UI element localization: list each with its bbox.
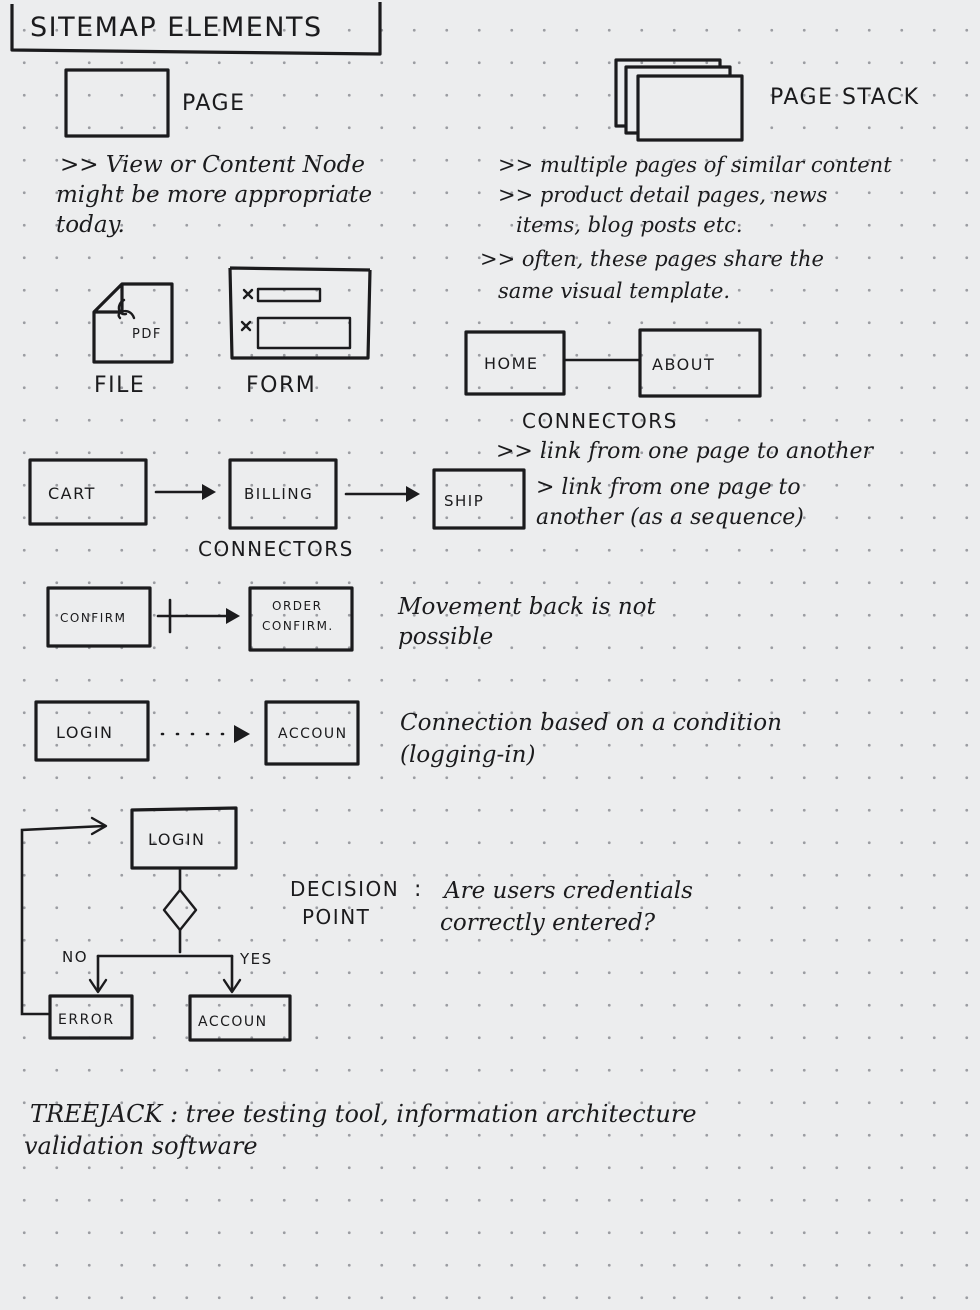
decision-account-label: ACCOUN bbox=[198, 1014, 268, 1030]
sequence-connector-example: CART BILLING SHIP CONNECTORS > link from… bbox=[28, 458, 804, 561]
login-box bbox=[34, 700, 150, 762]
cart-label: CART bbox=[48, 484, 96, 503]
decision-login-box bbox=[130, 806, 238, 870]
form-checkbox-mark-2 bbox=[240, 320, 252, 332]
login-label: LOGIN bbox=[56, 723, 114, 742]
ship-label: SHIP bbox=[444, 492, 484, 510]
sequence-note-line-2: another (as a sequence) bbox=[536, 505, 804, 530]
form-field-1 bbox=[256, 287, 322, 303]
page-note-line-2: might be more appropriate bbox=[56, 182, 372, 208]
decision-diamond bbox=[162, 888, 198, 932]
no-back-note-line-1: Movement back is not bbox=[397, 594, 656, 620]
decision-account-box bbox=[188, 994, 292, 1042]
cart-box bbox=[28, 458, 148, 526]
home-label: HOME bbox=[484, 354, 539, 373]
cart-billing-arrowhead bbox=[202, 484, 216, 500]
file-badge: PDF bbox=[132, 327, 162, 342]
decision-yes-label: YES bbox=[239, 950, 273, 968]
link-connector-example: HOME ABOUT CONNECTORS >> link from one p… bbox=[464, 328, 875, 464]
account-label: ACCOUN bbox=[278, 726, 348, 742]
link-connectors-caption: CONNECTORS bbox=[522, 409, 678, 433]
page-label: PAGE bbox=[182, 91, 245, 116]
form-symbol bbox=[228, 266, 372, 360]
page-title: SITEMAP ELEMENTS bbox=[30, 12, 323, 43]
billing-box bbox=[228, 458, 338, 530]
file-element: PDF FILE bbox=[92, 282, 174, 398]
pdf-icon bbox=[117, 298, 136, 320]
page-element: PAGE >> View or Content Node might be mo… bbox=[56, 68, 372, 238]
decision-term-line-2: POINT bbox=[302, 905, 370, 929]
link-connectors-note: >> link from one page to another bbox=[496, 439, 875, 464]
confirm-label: CONFIRM bbox=[60, 611, 126, 625]
billing-label: BILLING bbox=[244, 485, 313, 503]
account-box bbox=[264, 700, 360, 766]
footer-note: TREEJACK : tree testing tool, informatio… bbox=[24, 1100, 697, 1160]
form-element: FORM bbox=[228, 266, 372, 398]
page-symbol bbox=[64, 68, 170, 138]
stack-page-front bbox=[636, 74, 744, 142]
decision-note-line-1: Are users credentials bbox=[442, 878, 693, 904]
condition-note-line-2: (logging-in) bbox=[400, 742, 535, 768]
footer-note-line-2: validation software bbox=[24, 1132, 258, 1160]
decision-yes-arrowhead bbox=[222, 978, 242, 994]
file-symbol bbox=[92, 282, 174, 364]
file-label: FILE bbox=[94, 373, 145, 398]
form-field-2 bbox=[256, 316, 352, 350]
page-stack-note-line-4: >> often, these pages share the bbox=[480, 247, 824, 271]
sequence-note-line-1: > link from one page to bbox=[536, 475, 801, 500]
order-confirm-label-2: CONFIRM. bbox=[262, 619, 334, 633]
home-box bbox=[464, 330, 566, 396]
title-block: SITEMAP ELEMENTS bbox=[10, 2, 382, 56]
page-stack-element: PAGE STACK >> multiple pages of similar … bbox=[480, 58, 920, 303]
decision-colon: : bbox=[414, 877, 423, 902]
condition-connector-example: LOGIN ACCOUN Connection based on a condi… bbox=[34, 700, 782, 768]
about-label: ABOUT bbox=[652, 355, 715, 374]
decision-point-example: LOGIN NO YES ERROR ACCOUN DECISION POINT… bbox=[20, 806, 693, 1042]
no-back-arrowhead bbox=[226, 608, 240, 624]
sequence-connectors-caption: CONNECTORS bbox=[198, 537, 354, 561]
billing-ship-arrowhead bbox=[406, 486, 420, 502]
about-box bbox=[638, 328, 762, 398]
page-stack-label: PAGE STACK bbox=[770, 85, 920, 110]
page-note-line-1: >> View or Content Node bbox=[60, 152, 365, 178]
form-label: FORM bbox=[246, 373, 316, 398]
decision-return-arrowhead bbox=[90, 816, 108, 836]
page-stack-note-line-5: same visual template. bbox=[498, 279, 730, 303]
ship-box bbox=[432, 468, 526, 530]
page-note-line-3: today. bbox=[56, 212, 125, 238]
decision-term-line-1: DECISION bbox=[290, 877, 399, 901]
decision-login-label: LOGIN bbox=[148, 830, 206, 849]
error-box bbox=[48, 994, 134, 1040]
decision-return-line bbox=[20, 824, 106, 1016]
decision-no-label: NO bbox=[62, 948, 88, 966]
page-stack-note-line-3: items, blog posts etc. bbox=[516, 213, 743, 237]
page-stack-note-line-2: >> product detail pages, news bbox=[498, 183, 828, 207]
condition-note-line-1: Connection based on a condition bbox=[400, 710, 782, 736]
no-back-connector-example: CONFIRM ORDER CONFIRM. Movement back is … bbox=[46, 586, 656, 652]
decision-note-line-2: correctly entered? bbox=[440, 910, 656, 936]
order-confirm-box bbox=[248, 586, 354, 652]
order-confirm-label-1: ORDER bbox=[272, 599, 322, 613]
page-stack-note-line-1: >> multiple pages of similar content bbox=[498, 153, 892, 177]
no-back-note-line-2: possible bbox=[398, 624, 493, 650]
error-label: ERROR bbox=[58, 1012, 115, 1028]
confirm-box bbox=[46, 586, 152, 648]
condition-arrowhead bbox=[234, 725, 250, 743]
decision-no-arrowhead bbox=[88, 978, 108, 994]
footer-note-line-1: TREEJACK : tree testing tool, informatio… bbox=[30, 1100, 697, 1128]
form-checkbox-mark-1 bbox=[242, 288, 254, 300]
